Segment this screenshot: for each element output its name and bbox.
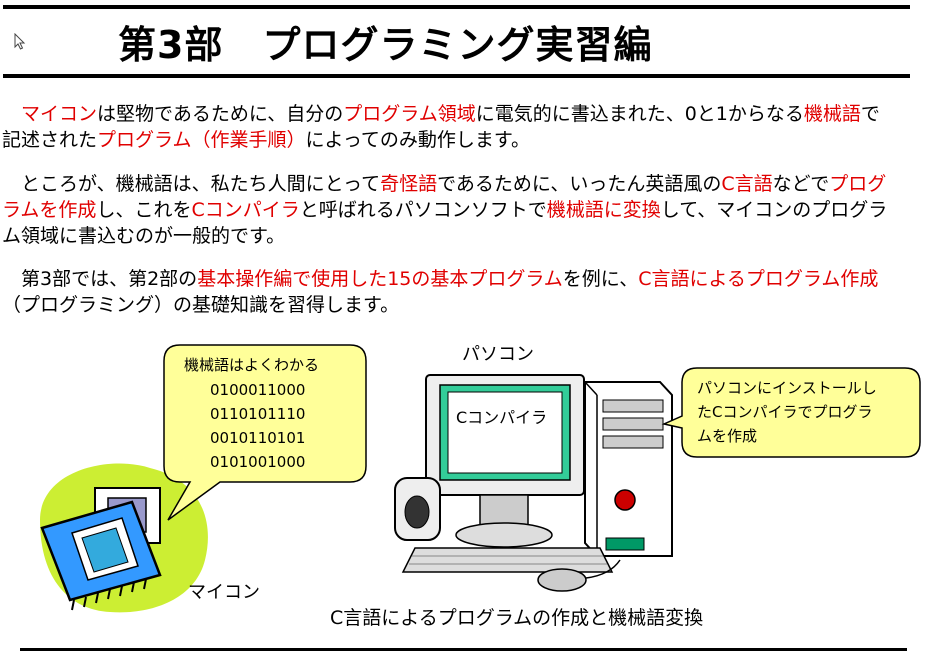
highlight-text: C言語: [721, 173, 773, 195]
body-text: と呼ばれるパソコンソフトで: [299, 199, 547, 221]
paragraph-1: マイコンは堅物であるために、自分のプログラム領域に電気的に書込まれた、0と1から…: [2, 101, 892, 153]
body-text: して、マイコンのプログラム領域に書込むのが一般的です。: [2, 199, 888, 247]
highlight-text: 機械語: [803, 103, 861, 125]
mcu-label: マイコン: [188, 582, 260, 603]
pc-monitor: [425, 374, 585, 548]
pc-tower: [584, 381, 673, 557]
illustration: [40, 344, 921, 613]
highlight-text: 機械語に変換: [546, 199, 661, 221]
page-title: 第3部 プログラミング実習編: [118, 23, 653, 67]
highlight-text: プログラム領域: [343, 103, 476, 125]
title-underline: [3, 74, 910, 78]
highlight-text: Cコンパイラ: [191, 199, 300, 221]
body-text: で記述された: [2, 103, 880, 151]
body-text: であるために、いったん英語風の: [437, 173, 722, 195]
microcontroller-chip-front: [40, 500, 162, 611]
right-bubble-line-2: たCコンパイラでプログラ: [697, 403, 873, 421]
top-rule: [3, 5, 910, 9]
speaker: [394, 477, 441, 541]
body-text: 第3部では、第2部の: [2, 268, 198, 290]
figure-caption: C言語によるプログラムの作成と機械語変換: [330, 607, 704, 629]
highlight-text: プログラム（作業手順）: [97, 129, 306, 151]
paragraph-2: ところが、機械語は、私たち人間にとって奇怪語であるために、いったん英語風のC言語…: [2, 171, 892, 249]
pc-label: パソコン: [462, 344, 534, 365]
right-bubble-line-1: パソコンにインストールし: [697, 379, 877, 397]
body-text: ところが、機械語は、私たち人間にとって: [2, 173, 381, 195]
body-text: [2, 103, 21, 125]
body-text: に電気的に書込まれた、0と1からなる: [475, 103, 804, 125]
keyboard: [401, 547, 614, 573]
body-text: は堅物であるために、自分の: [97, 103, 344, 125]
left-bubble-heading: 機械語はよくわかる: [184, 356, 320, 374]
body-text: し、これを: [96, 199, 192, 221]
body-text: を例に、: [562, 268, 639, 290]
screen-text: Cコンパイラ: [456, 408, 548, 427]
binary-line-4: 0101001000: [210, 453, 306, 471]
computer-mouse: [537, 559, 621, 592]
left-bubble-shape: [163, 344, 367, 521]
mouse-pointer-icon: [14, 33, 26, 50]
highlight-text: 奇怪語: [380, 173, 438, 195]
body-text: （プログラミング）の基礎知識を習得します。: [2, 294, 400, 316]
highlight-text: プログラムを作成: [2, 173, 887, 221]
bottom-rule: [20, 648, 907, 651]
binary-line-1: 0100011000: [210, 381, 306, 399]
binary-line-3: 0010110101: [210, 429, 306, 447]
right-bubble-shape: [661, 367, 921, 458]
highlight-text: C言語によるプログラム作成: [638, 268, 879, 290]
highlight-text: マイコン: [21, 103, 98, 125]
right-bubble-line-3: ムを作成: [697, 427, 758, 445]
binary-line-2: 0110101110: [210, 405, 306, 423]
paragraph-3: 第3部では、第2部の基本操作編で使用した15の基本プログラムを例に、C言語による…: [2, 266, 892, 318]
body-text: によってのみ動作します。: [305, 129, 531, 151]
body-text: などで: [772, 173, 830, 195]
highlight-text: 基本操作編で使用した15の基本プログラム: [197, 268, 563, 290]
